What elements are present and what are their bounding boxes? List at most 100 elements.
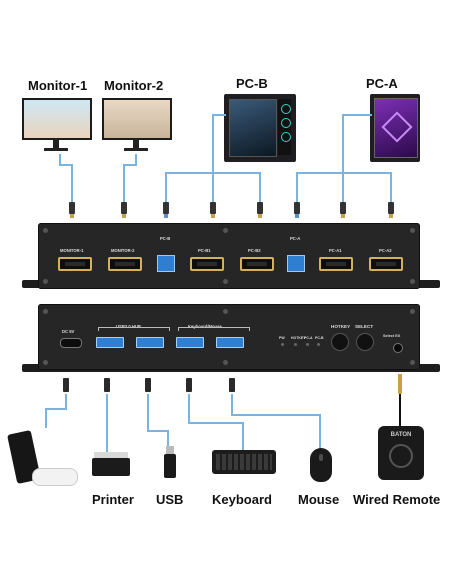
label-wired-remote: Wired Remote	[353, 492, 441, 507]
wire-monitor-1-stub	[59, 154, 61, 166]
pc-b-fan-3	[281, 132, 291, 142]
usb-b-port-pc-a[interactable]	[287, 255, 305, 272]
monitor-1-stand	[53, 138, 59, 148]
port-label-pc-a: PC-A	[290, 236, 301, 241]
button-label-hotkey: HOTKEY	[331, 324, 351, 329]
usb-a-port-mouse[interactable]	[216, 337, 244, 348]
monitor-2-stand	[133, 138, 139, 148]
cable-pc-a2	[388, 202, 394, 218]
wire-monitor-2-stub	[135, 154, 137, 166]
port-label-keyboard-mouse: Keyboard/Mouse	[188, 324, 222, 329]
hdmi-port-monitor-1[interactable]	[58, 257, 92, 271]
port-label-pc-b: PC-B	[160, 236, 171, 241]
dc-power-port[interactable]	[60, 338, 82, 348]
wire-pc-a-right	[390, 172, 392, 204]
port-label-pc-b1: PC-B1	[198, 248, 211, 253]
led-label-hotkey: HOTKEY	[291, 336, 306, 340]
cable-pc-b1	[210, 202, 216, 218]
power-adapter-image	[6, 428, 78, 492]
wire-pc-b-left	[165, 172, 167, 204]
hdmi-port-pc-b1[interactable]	[190, 257, 224, 271]
wire-printer	[106, 394, 108, 452]
screw	[43, 360, 48, 365]
wire-usb-down	[167, 430, 169, 446]
cable-printer-plug	[104, 378, 110, 392]
wire-usb	[147, 394, 149, 432]
cable-pc-a-usb	[294, 202, 300, 218]
wire-pc-b-main	[212, 114, 214, 204]
label-pc-b: PC-B	[236, 76, 268, 91]
printer-image	[92, 452, 130, 478]
port-label-usb-hub: USB3.0 HUB	[116, 324, 141, 329]
wire-pc-a-main	[342, 114, 344, 204]
monitor-2-image	[102, 98, 172, 154]
led-pc-a	[306, 343, 309, 346]
mouse-image	[310, 448, 332, 482]
screw	[43, 228, 48, 233]
usb-a-port-keyboard[interactable]	[176, 337, 204, 348]
monitor-1-image	[22, 98, 92, 154]
wire-pc-a-bus	[296, 172, 392, 174]
port-label-monitor-1: MONITOR-1	[60, 248, 84, 253]
monitor-2-base	[124, 148, 148, 151]
monitor-1-base	[44, 148, 68, 151]
led-label-pc-b: PC-B	[315, 336, 324, 340]
wire-monitor-1	[71, 164, 73, 202]
printer-top	[94, 452, 128, 458]
wire-power-h	[45, 408, 67, 410]
cable-dc-plug	[63, 378, 69, 392]
monitor-1-screen	[22, 98, 92, 140]
cable-pc-b2	[257, 202, 263, 218]
usb-a-port-hub-1[interactable]	[96, 337, 124, 348]
pc-b-fan-1	[281, 104, 291, 114]
port-label-pc-a1: PC-A1	[329, 248, 342, 253]
button-label-select: SELECT	[355, 324, 374, 329]
pc-b-fan-2	[281, 118, 291, 128]
mouse-wheel	[319, 454, 323, 461]
cable-monitor-1	[69, 202, 75, 218]
usb-b-port-pc-b[interactable]	[157, 255, 175, 272]
label-monitor-1: Monitor-1	[28, 78, 88, 93]
led-label-pwr: PW	[279, 336, 285, 340]
port-label-pc-a2: PC-A2	[379, 248, 392, 253]
usb-drive-body	[164, 454, 176, 478]
kvm-front-panel: MONITOR-1 MONITOR-2 PC-B PC-B1 PC-B2 PC-…	[38, 223, 420, 289]
hdmi-port-pc-a2[interactable]	[369, 257, 403, 271]
label-keyboard: Keyboard	[212, 492, 272, 507]
select-ext-jack[interactable]	[393, 343, 403, 353]
led-label-pc-a: PC-A	[304, 336, 313, 340]
port-label-dc: DC 5V	[62, 329, 75, 334]
power-adapter-cable	[32, 468, 78, 486]
screw	[43, 309, 48, 314]
hotkey-button[interactable]	[331, 333, 349, 351]
select-button[interactable]	[356, 333, 374, 351]
label-monitor-2: Monitor-2	[104, 78, 164, 93]
port-label-select-ext: Select EX	[383, 334, 401, 338]
screw	[410, 279, 415, 284]
wire-pc-b-bus	[165, 172, 261, 174]
pc-a-tower	[370, 94, 420, 162]
printer-body	[92, 458, 130, 476]
usb-hub-bracket	[98, 327, 170, 331]
screw	[410, 360, 415, 365]
wire-mouse-h	[231, 414, 321, 416]
keyboard-mouse-bracket	[178, 327, 250, 331]
cable-monitor-2	[121, 202, 127, 218]
hdmi-port-monitor-2[interactable]	[108, 257, 142, 271]
wired-remote-button	[389, 444, 413, 468]
screw	[43, 279, 48, 284]
wire-usb-h	[147, 430, 169, 432]
wired-remote-image: BATON	[378, 426, 424, 480]
screw	[223, 309, 228, 314]
label-printer: Printer	[92, 492, 134, 507]
screw	[410, 228, 415, 233]
label-usb: USB	[156, 492, 184, 507]
cable-remote-jack	[398, 374, 402, 394]
led-pwr	[281, 343, 284, 346]
hdmi-port-pc-a1[interactable]	[319, 257, 353, 271]
usb-a-port-hub-2[interactable]	[136, 337, 164, 348]
cable-keyboard-plug	[186, 378, 192, 392]
screw	[223, 360, 228, 365]
hdmi-port-pc-b2[interactable]	[240, 257, 274, 271]
screw	[410, 309, 415, 314]
